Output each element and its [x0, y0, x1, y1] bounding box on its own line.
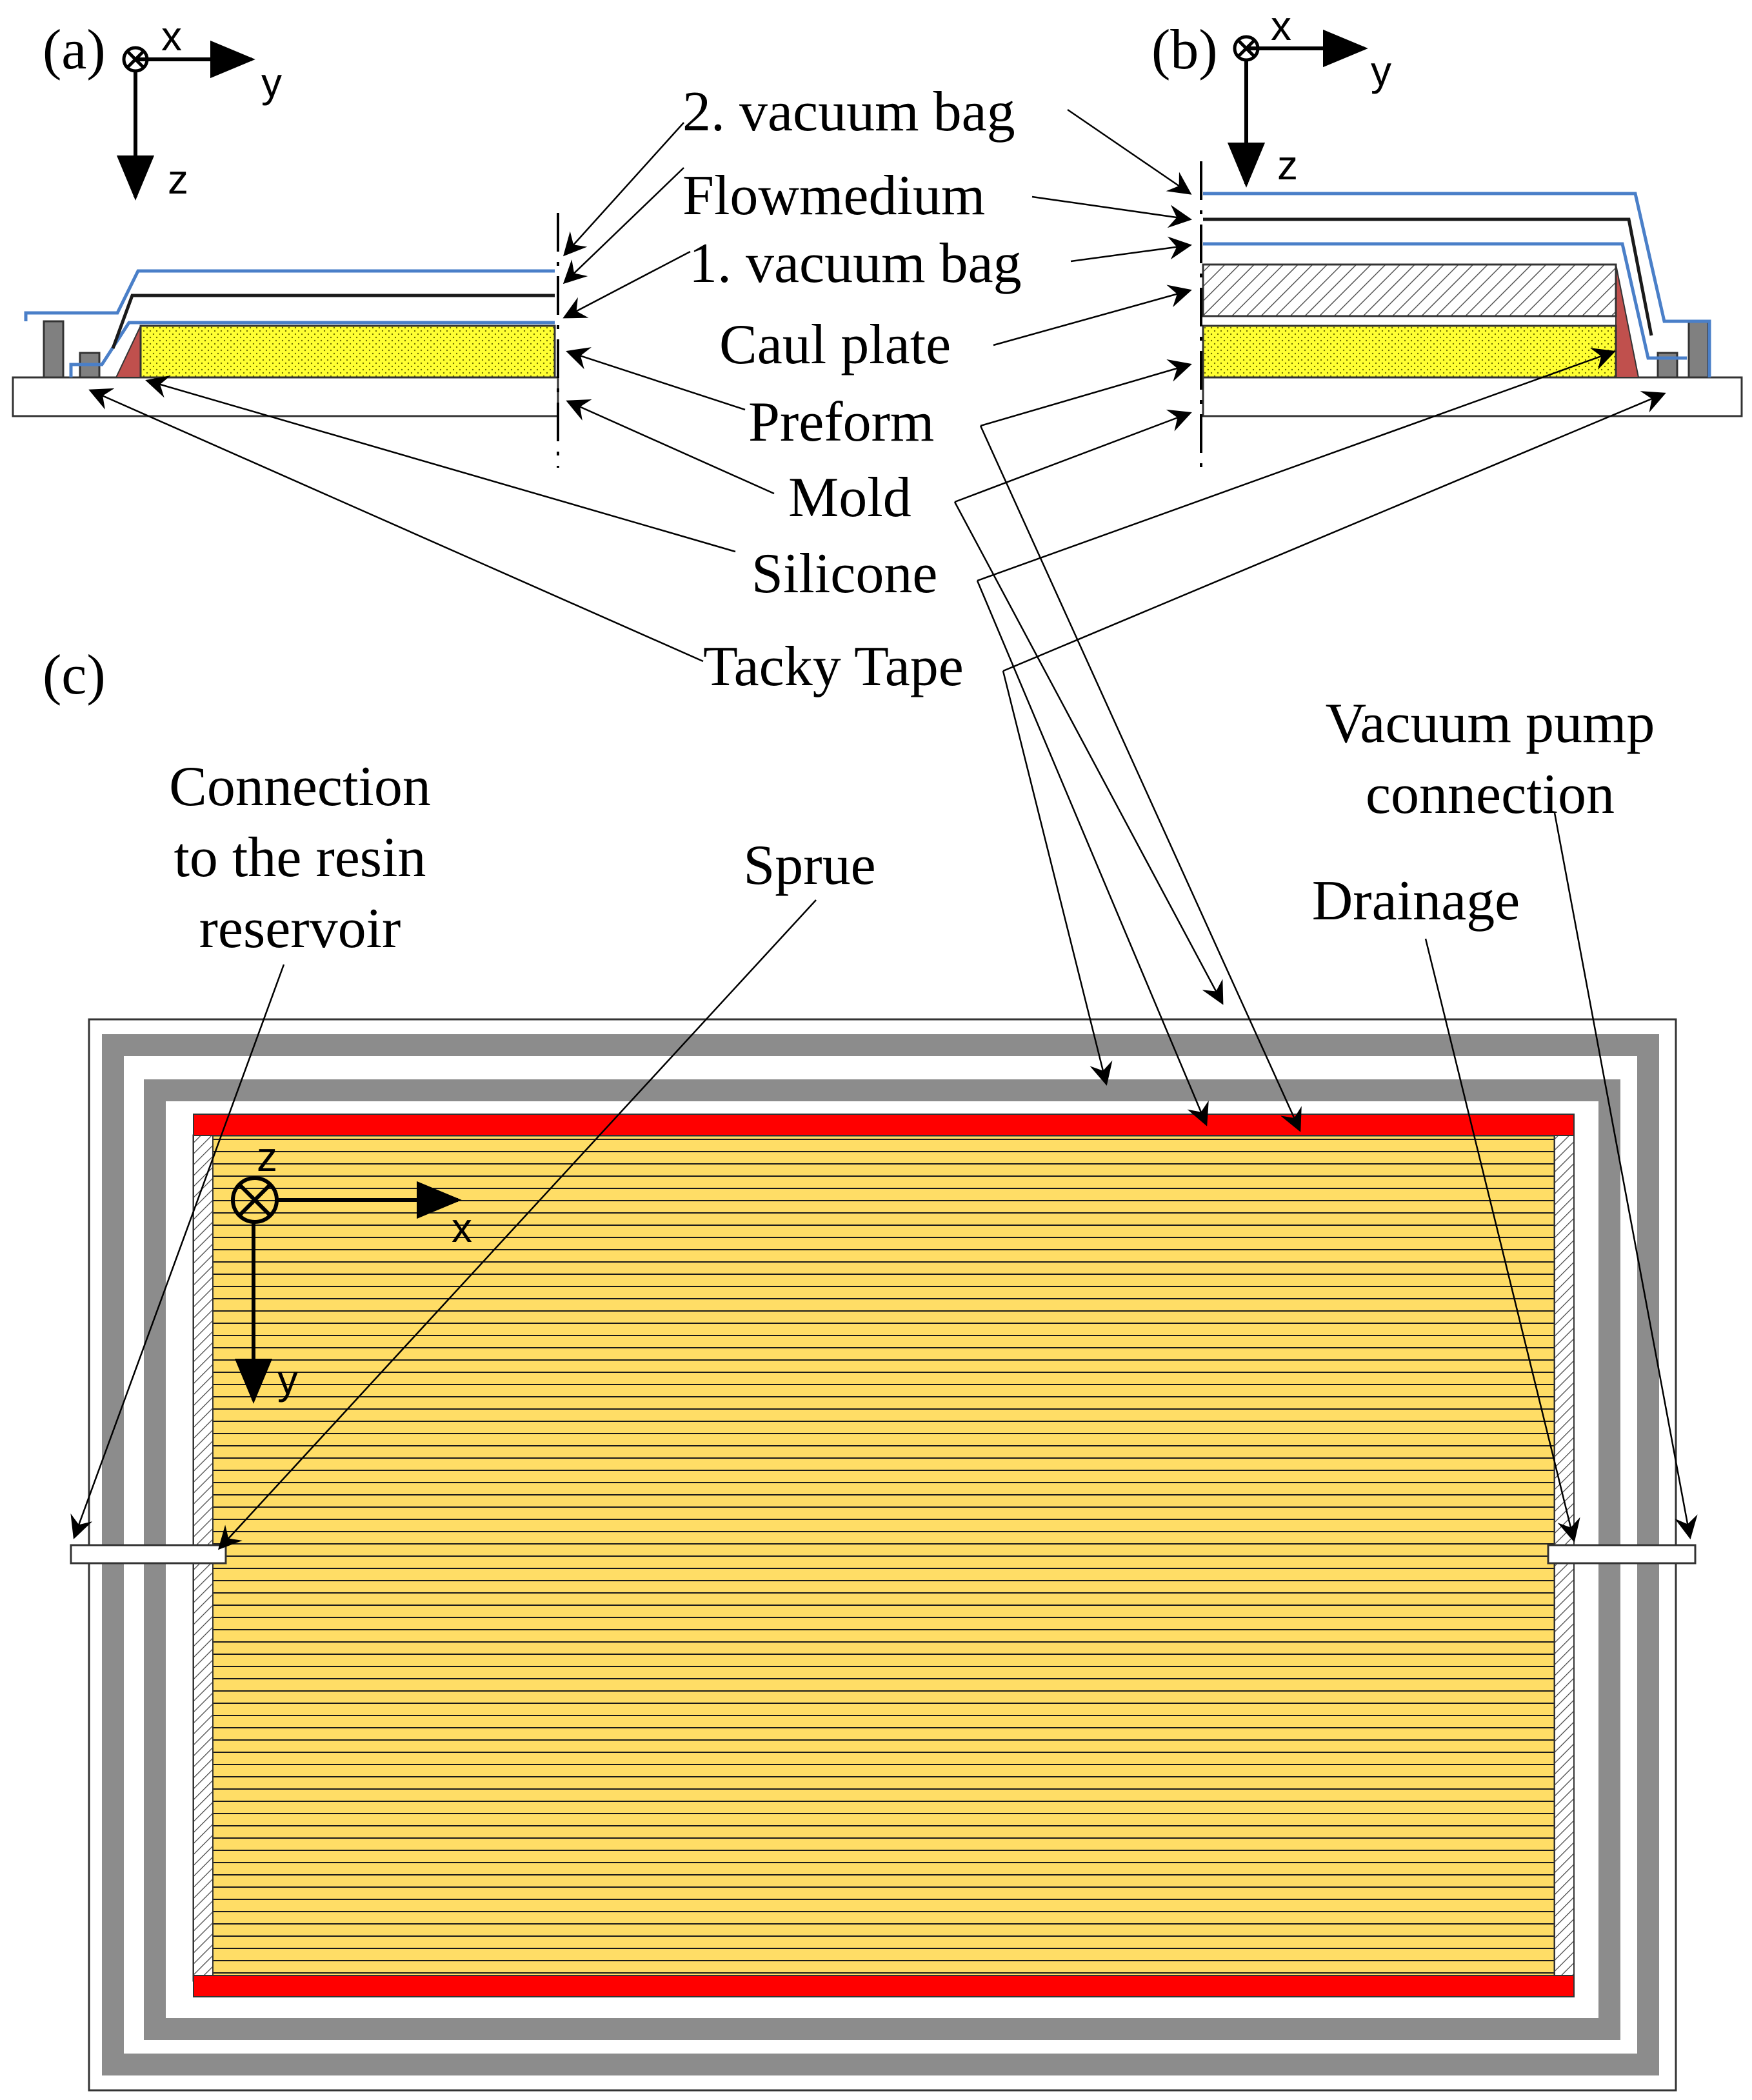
vacuum-bag-2-a — [24, 269, 555, 321]
leader-preform-a — [566, 347, 746, 411]
resin-connection-tube — [70, 1544, 227, 1565]
label-vacuum-pump-line2: connection — [1366, 763, 1615, 826]
leader-vacuum-bag-1-a — [562, 250, 691, 319]
axis-x-label-c: x — [452, 1205, 472, 1251]
axes-a: x y z — [116, 13, 282, 203]
axis-z-label-b: z — [1277, 142, 1298, 188]
leader-mold-b — [954, 409, 1192, 503]
leader-drainage — [1424, 938, 1580, 1543]
label-tacky-tape: Tacky Tape — [703, 635, 964, 698]
panel-label-b: (b) — [1151, 19, 1218, 81]
label-sprue: Sprue — [743, 834, 875, 897]
leader-sprue — [217, 899, 817, 1550]
flowmedium-a — [111, 294, 555, 349]
leader-tacky-tape-b — [1002, 391, 1666, 672]
panel-label-c: (c) — [43, 644, 106, 706]
leader-vacuum-bag-1-b — [1070, 236, 1192, 263]
label-connection-line2: to the resin — [174, 826, 426, 889]
vacuum-connection-tube — [1547, 1544, 1697, 1565]
label-silicone: Silicone — [752, 543, 937, 605]
label-preform: Preform — [748, 391, 934, 454]
leader-tacky-tape-c — [1002, 670, 1113, 1086]
tacky-tape-a-outer — [43, 320, 65, 379]
tacky-tape-b-outer — [1687, 320, 1709, 379]
leader-resin-connection — [70, 964, 285, 1539]
leader-silicone-a — [145, 375, 736, 553]
axis-y-label-b: y — [1371, 48, 1391, 94]
axes-b: x y z — [1227, 3, 1391, 188]
silicone-b — [1615, 264, 1640, 378]
leader-preform-b — [980, 359, 1192, 427]
preform-c — [192, 1134, 1556, 1982]
preform-a — [139, 325, 556, 379]
label-drainage: Drainage — [1312, 870, 1520, 932]
axis-y-label-c: y — [277, 1356, 298, 1403]
mold-b — [1202, 376, 1743, 417]
preform-b — [1202, 325, 1617, 379]
axis-z-into-icon — [231, 1176, 279, 1224]
caul-plate-b — [1202, 263, 1617, 317]
leader-silicone-c — [976, 580, 1209, 1126]
leader-vacuum-bag-2-b — [1067, 108, 1192, 195]
leader-flowmedium-b — [1031, 195, 1192, 228]
panel-a-cross-section — [12, 213, 559, 468]
vacuum-bag-2-b — [1203, 192, 1711, 377]
leader-tacky-tape-a — [88, 388, 704, 663]
panel-c-top-view — [70, 1018, 1697, 2092]
vacuum-bag-1-a — [69, 321, 555, 377]
leader-vacuum-bag-2-a — [562, 122, 684, 257]
axis-z-label-c: z — [257, 1134, 277, 1180]
axis-y-label-a: y — [261, 59, 282, 106]
sprue-bar-bottom — [193, 1975, 1575, 1997]
leader-mold-a — [566, 399, 775, 495]
leader-lines — [70, 108, 1698, 1550]
panel-label-a: (a) — [43, 19, 106, 81]
label-mold: Mold — [788, 466, 911, 529]
label-connection-line3: reservoir — [199, 897, 401, 960]
leader-mold-c — [953, 501, 1224, 1005]
label-flowmedium: Flowmedium — [682, 165, 985, 227]
axis-x-label-a: x — [161, 13, 182, 59]
flowmedium-b — [1203, 217, 1653, 336]
label-connection-line1: Connection — [169, 755, 431, 818]
label-vacuum-pump-line1: Vacuum pump — [1326, 692, 1655, 755]
label-vacuum-bag-1: 1. vacuum bag — [689, 232, 1022, 295]
leader-flowmedium-a — [562, 167, 684, 285]
axis-z-label-a: z — [168, 156, 188, 203]
axes-c: z x y — [231, 1134, 472, 1404]
leader-preform-c — [979, 425, 1302, 1132]
labels: (a) (b) (c) 2. vacuum bag Flowmedium 1. … — [43, 19, 1655, 960]
leader-silicone-b — [977, 348, 1616, 582]
label-vacuum-bag-2: 2. vacuum bag — [682, 81, 1015, 143]
vacuum-bag-1-b — [1203, 242, 1687, 360]
label-caul-plate: Caul plate — [719, 314, 951, 376]
panel-b-cross-section — [1200, 161, 1743, 468]
mold-a — [12, 376, 559, 417]
leader-vacuum-pump — [1553, 812, 1698, 1539]
axis-x-label-b: x — [1271, 3, 1291, 49]
sprue-bar-top — [193, 1114, 1575, 1136]
leader-caul-plate-b — [993, 285, 1192, 346]
